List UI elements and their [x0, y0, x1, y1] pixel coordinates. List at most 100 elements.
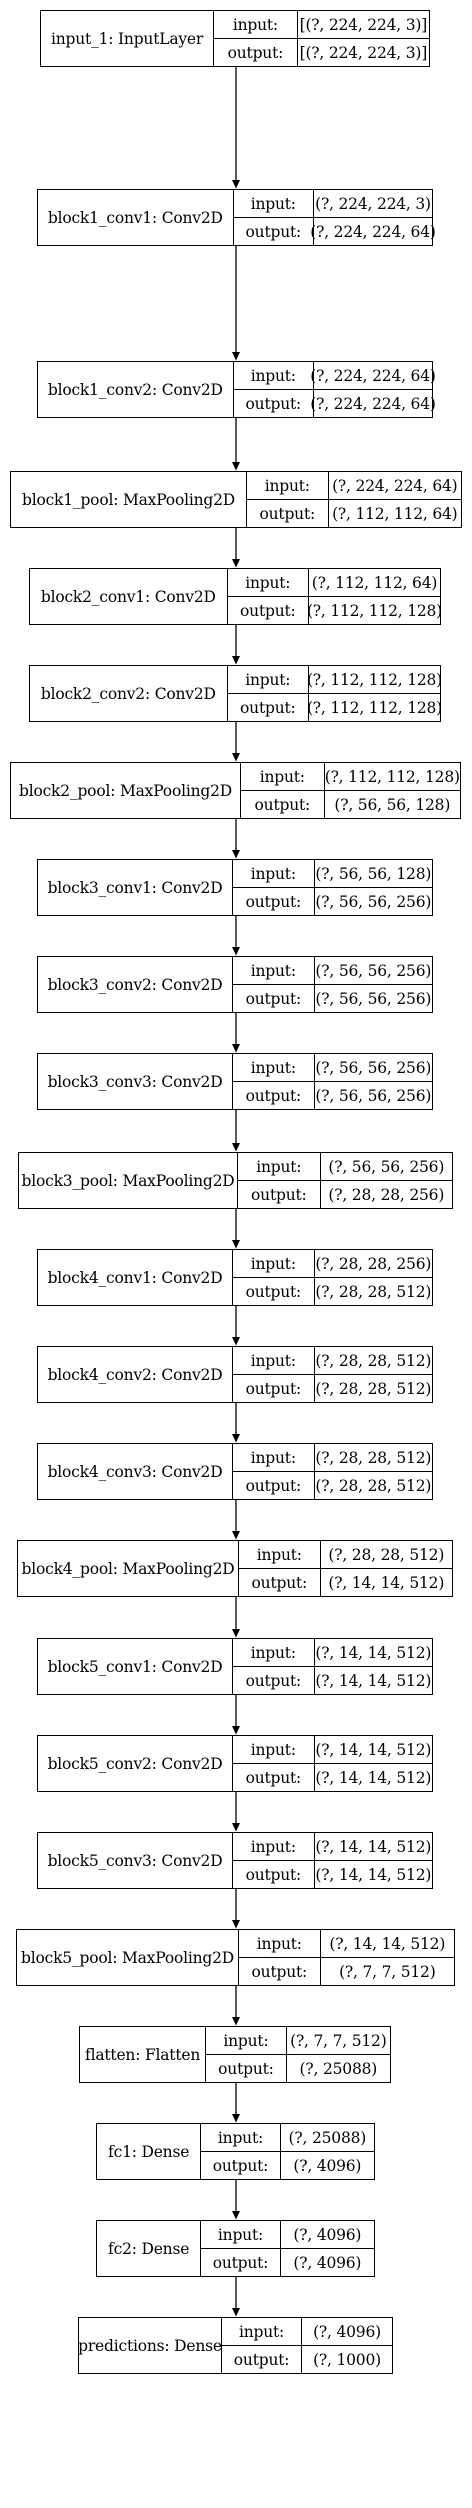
- output-shape: (?, 56, 56, 128): [334, 795, 451, 814]
- layer-name: block2_conv2: Conv2D: [30, 666, 228, 721]
- output-shape: (?, 28, 28, 256): [328, 1185, 445, 1204]
- io-value-column: (?, 14, 14, 512)(?, 14, 14, 512): [314, 1736, 433, 1791]
- input-label: input:: [246, 472, 328, 500]
- io-value-column: (?, 112, 112, 128) (?, 56, 56, 128): [324, 763, 460, 818]
- output-label: output:: [245, 1282, 302, 1301]
- arrow-head-icon: [232, 1629, 240, 1638]
- layer-name: predictions: Dense: [78, 2318, 222, 2373]
- arrow-head-icon: [232, 559, 240, 568]
- input-label: input:: [233, 1833, 314, 1861]
- io-label-column: input:output:: [201, 2124, 281, 2179]
- output-shape: (?, 56, 56, 256): [315, 989, 432, 1008]
- output-shape: (?, 28, 28, 512): [315, 1282, 432, 1301]
- layer-name: block4_conv2: Conv2D: [38, 1347, 234, 1402]
- io-label-column: input:output:: [233, 1054, 315, 1109]
- io-value-column: (?, 25088)(?, 4096): [280, 2124, 374, 2179]
- layer-name: block1_conv2: Conv2D: [38, 362, 234, 417]
- input-shape: (?, 56, 56, 256): [314, 957, 433, 985]
- input-label: input:: [233, 1250, 314, 1278]
- arrow-head-icon: [232, 1531, 240, 1540]
- output-label: output:: [245, 892, 302, 911]
- input-label: input:: [201, 2221, 280, 2249]
- io-value-column: (?, 4096)(?, 1000): [302, 2318, 392, 2373]
- output-label: output:: [240, 601, 296, 620]
- layer-name: block1_pool: MaxPooling2D: [11, 472, 247, 527]
- input-label: input:: [222, 2318, 302, 2346]
- input-label: input:: [233, 1054, 314, 1082]
- input-shape: (?, 224, 224, 64): [310, 362, 436, 390]
- output-label: output:: [233, 2350, 290, 2369]
- io-value-column: (?, 28, 28, 256)(?, 28, 28, 512): [314, 1250, 433, 1305]
- arrow-head-icon: [232, 947, 240, 956]
- io-label-column: input:output:: [227, 569, 309, 624]
- io-value-column: (?, 224, 224, 64)(?, 112, 112, 64): [328, 472, 461, 527]
- io-label-column: input: output:: [233, 1250, 315, 1305]
- input-shape: (?, 112, 112, 128): [324, 763, 460, 791]
- input-label: input:: [238, 1930, 320, 1958]
- layer-name: block4_conv3: Conv2D: [38, 1444, 234, 1499]
- io-value-column: (?, 14, 14, 512) (?, 7, 7, 512): [320, 1930, 454, 1985]
- output-shape: (?, 28, 28, 512): [315, 1476, 432, 1495]
- io-value-column: (?, 14, 14, 512)(?, 14, 14, 512): [314, 1833, 433, 1888]
- input-label: input:: [233, 362, 313, 390]
- input-shape: (?, 28, 28, 512): [314, 1347, 433, 1375]
- output-label: output:: [212, 2156, 269, 2175]
- output-label: output:: [227, 43, 284, 62]
- io-value-column: (?, 56, 56, 256) (?, 56, 56, 256): [314, 957, 433, 1012]
- layer-name: block4_conv1: Conv2D: [38, 1250, 234, 1305]
- io-value-column: (?, 56, 56, 256)(?, 28, 28, 256): [320, 1153, 452, 1208]
- io-label-column: input:output:: [233, 1833, 315, 1888]
- input-shape: (?, 14, 14, 512): [314, 1736, 433, 1764]
- io-label-column: input:output:: [233, 860, 315, 915]
- arrow-head-icon: [232, 2017, 240, 2026]
- input-label: input:: [240, 763, 324, 791]
- output-label: output:: [245, 222, 302, 241]
- input-label: input:: [233, 1736, 314, 1764]
- input-label: input:: [233, 190, 313, 218]
- io-label-column: input:output:: [237, 1153, 321, 1208]
- input-shape: (?, 112, 112, 128): [307, 666, 442, 694]
- io-label-column: input:output:: [233, 1639, 315, 1694]
- arrow-head-icon: [232, 1823, 240, 1832]
- arrow-head-icon: [232, 1920, 240, 1929]
- io-value-column: [(?, 224, 224, 3)][(?, 224, 224, 3)]: [297, 11, 429, 66]
- input-label: input:: [233, 957, 314, 985]
- io-value-column: (?, 28, 28, 512)(?, 28, 28, 512): [314, 1444, 433, 1499]
- layer-name: block5_conv3: Conv2D: [38, 1833, 234, 1888]
- layer-name: block2_pool: MaxPooling2D: [11, 763, 241, 818]
- io-label-column: input: output:: [222, 2318, 303, 2373]
- input-label: input:: [233, 1444, 314, 1472]
- output-shape: (?, 7, 7, 512): [339, 1962, 436, 1981]
- input-shape: (?, 112, 112, 64): [309, 569, 440, 597]
- arrow-head-icon: [232, 2114, 240, 2123]
- input-label: input:: [233, 1639, 314, 1667]
- output-label: output:: [251, 1962, 308, 1981]
- io-label-column: input:output:: [233, 1444, 315, 1499]
- layer-name: block3_conv2: Conv2D: [38, 957, 234, 1012]
- output-label: output:: [259, 504, 316, 523]
- output-shape: (?, 25088): [299, 2059, 378, 2078]
- output-shape: (?, 112, 112, 128): [306, 601, 443, 620]
- output-label: output:: [245, 1768, 302, 1787]
- layer-name: fc1: Dense: [97, 2124, 202, 2179]
- output-label: output:: [245, 1379, 302, 1398]
- output-label: output:: [245, 989, 302, 1008]
- io-value-column: (?, 112, 112, 128)(?, 112, 112, 128): [307, 666, 442, 721]
- io-value-column: (?, 56, 56, 128)(?, 56, 56, 256): [314, 860, 433, 915]
- layer-name: fc2: Dense: [97, 2221, 202, 2276]
- output-label: output:: [212, 2253, 269, 2272]
- input-shape: (?, 14, 14, 512): [320, 1930, 454, 1958]
- arrow-head-icon: [232, 656, 240, 665]
- layer-name: block1_conv1: Conv2D: [38, 190, 234, 245]
- io-label-column: input:output:: [206, 2027, 287, 2082]
- input-shape: (?, 25088): [280, 2124, 374, 2152]
